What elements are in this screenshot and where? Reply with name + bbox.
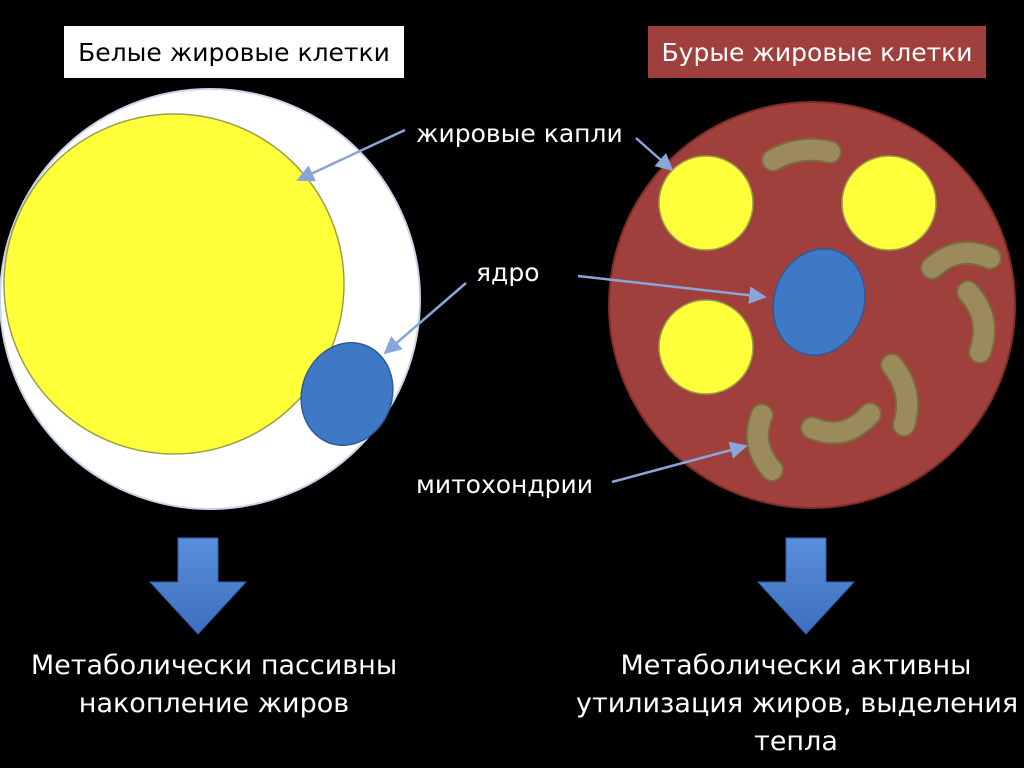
mitochondria-group	[745, 137, 1002, 482]
title-brown-fat-cells: Бурые жировые клетки	[648, 26, 986, 78]
brown-cell-fat-droplet	[658, 155, 754, 251]
pointer-nucleus-white	[383, 282, 467, 355]
label-nucleus: ядро	[476, 258, 540, 287]
mitochondrion	[802, 404, 880, 443]
mitochondrion	[763, 139, 840, 170]
label-mitochondria: митохондрии	[416, 470, 594, 499]
caption-line: Метаболически пассивны	[30, 650, 398, 681]
white-cell-fat-droplet	[3, 113, 345, 455]
label-fat-droplets: жировые капли	[416, 119, 623, 148]
down-arrow-left	[148, 537, 248, 635]
mitochondrion	[922, 242, 1000, 278]
pointer-droplets-brown	[635, 137, 674, 172]
title-white-fat-cells: Белые жировые клетки	[64, 26, 404, 78]
white-fat-cell	[0, 88, 421, 510]
caption-line: утилизация жиров, выделения	[576, 688, 1019, 719]
caption-line: Метаболически активны	[620, 650, 972, 681]
caption-line: тепла	[754, 726, 838, 757]
caption-brown-cells: Метаболически активны утилизация жиров, …	[576, 647, 1019, 761]
mitochondrion	[882, 355, 918, 435]
caption-white-cells: Метаболически пассивны накопление жиров	[14, 647, 414, 723]
white-cell-nucleus	[300, 342, 394, 446]
brown-fat-cell	[608, 101, 1016, 509]
pointer-nucleus-brown	[577, 274, 767, 304]
caption-line: накопление жиров	[78, 688, 350, 719]
label-pointers	[296, 128, 767, 484]
brown-cell-fat-droplet	[841, 155, 937, 251]
down-arrow-right	[756, 537, 856, 635]
brown-cell-nucleus	[772, 248, 866, 356]
pointer-droplets-white	[296, 128, 406, 182]
mitochondrion	[747, 405, 782, 480]
pointer-mitochondria	[611, 441, 748, 484]
brown-cell-fat-droplet	[658, 299, 754, 395]
mitochondrion	[958, 282, 994, 362]
